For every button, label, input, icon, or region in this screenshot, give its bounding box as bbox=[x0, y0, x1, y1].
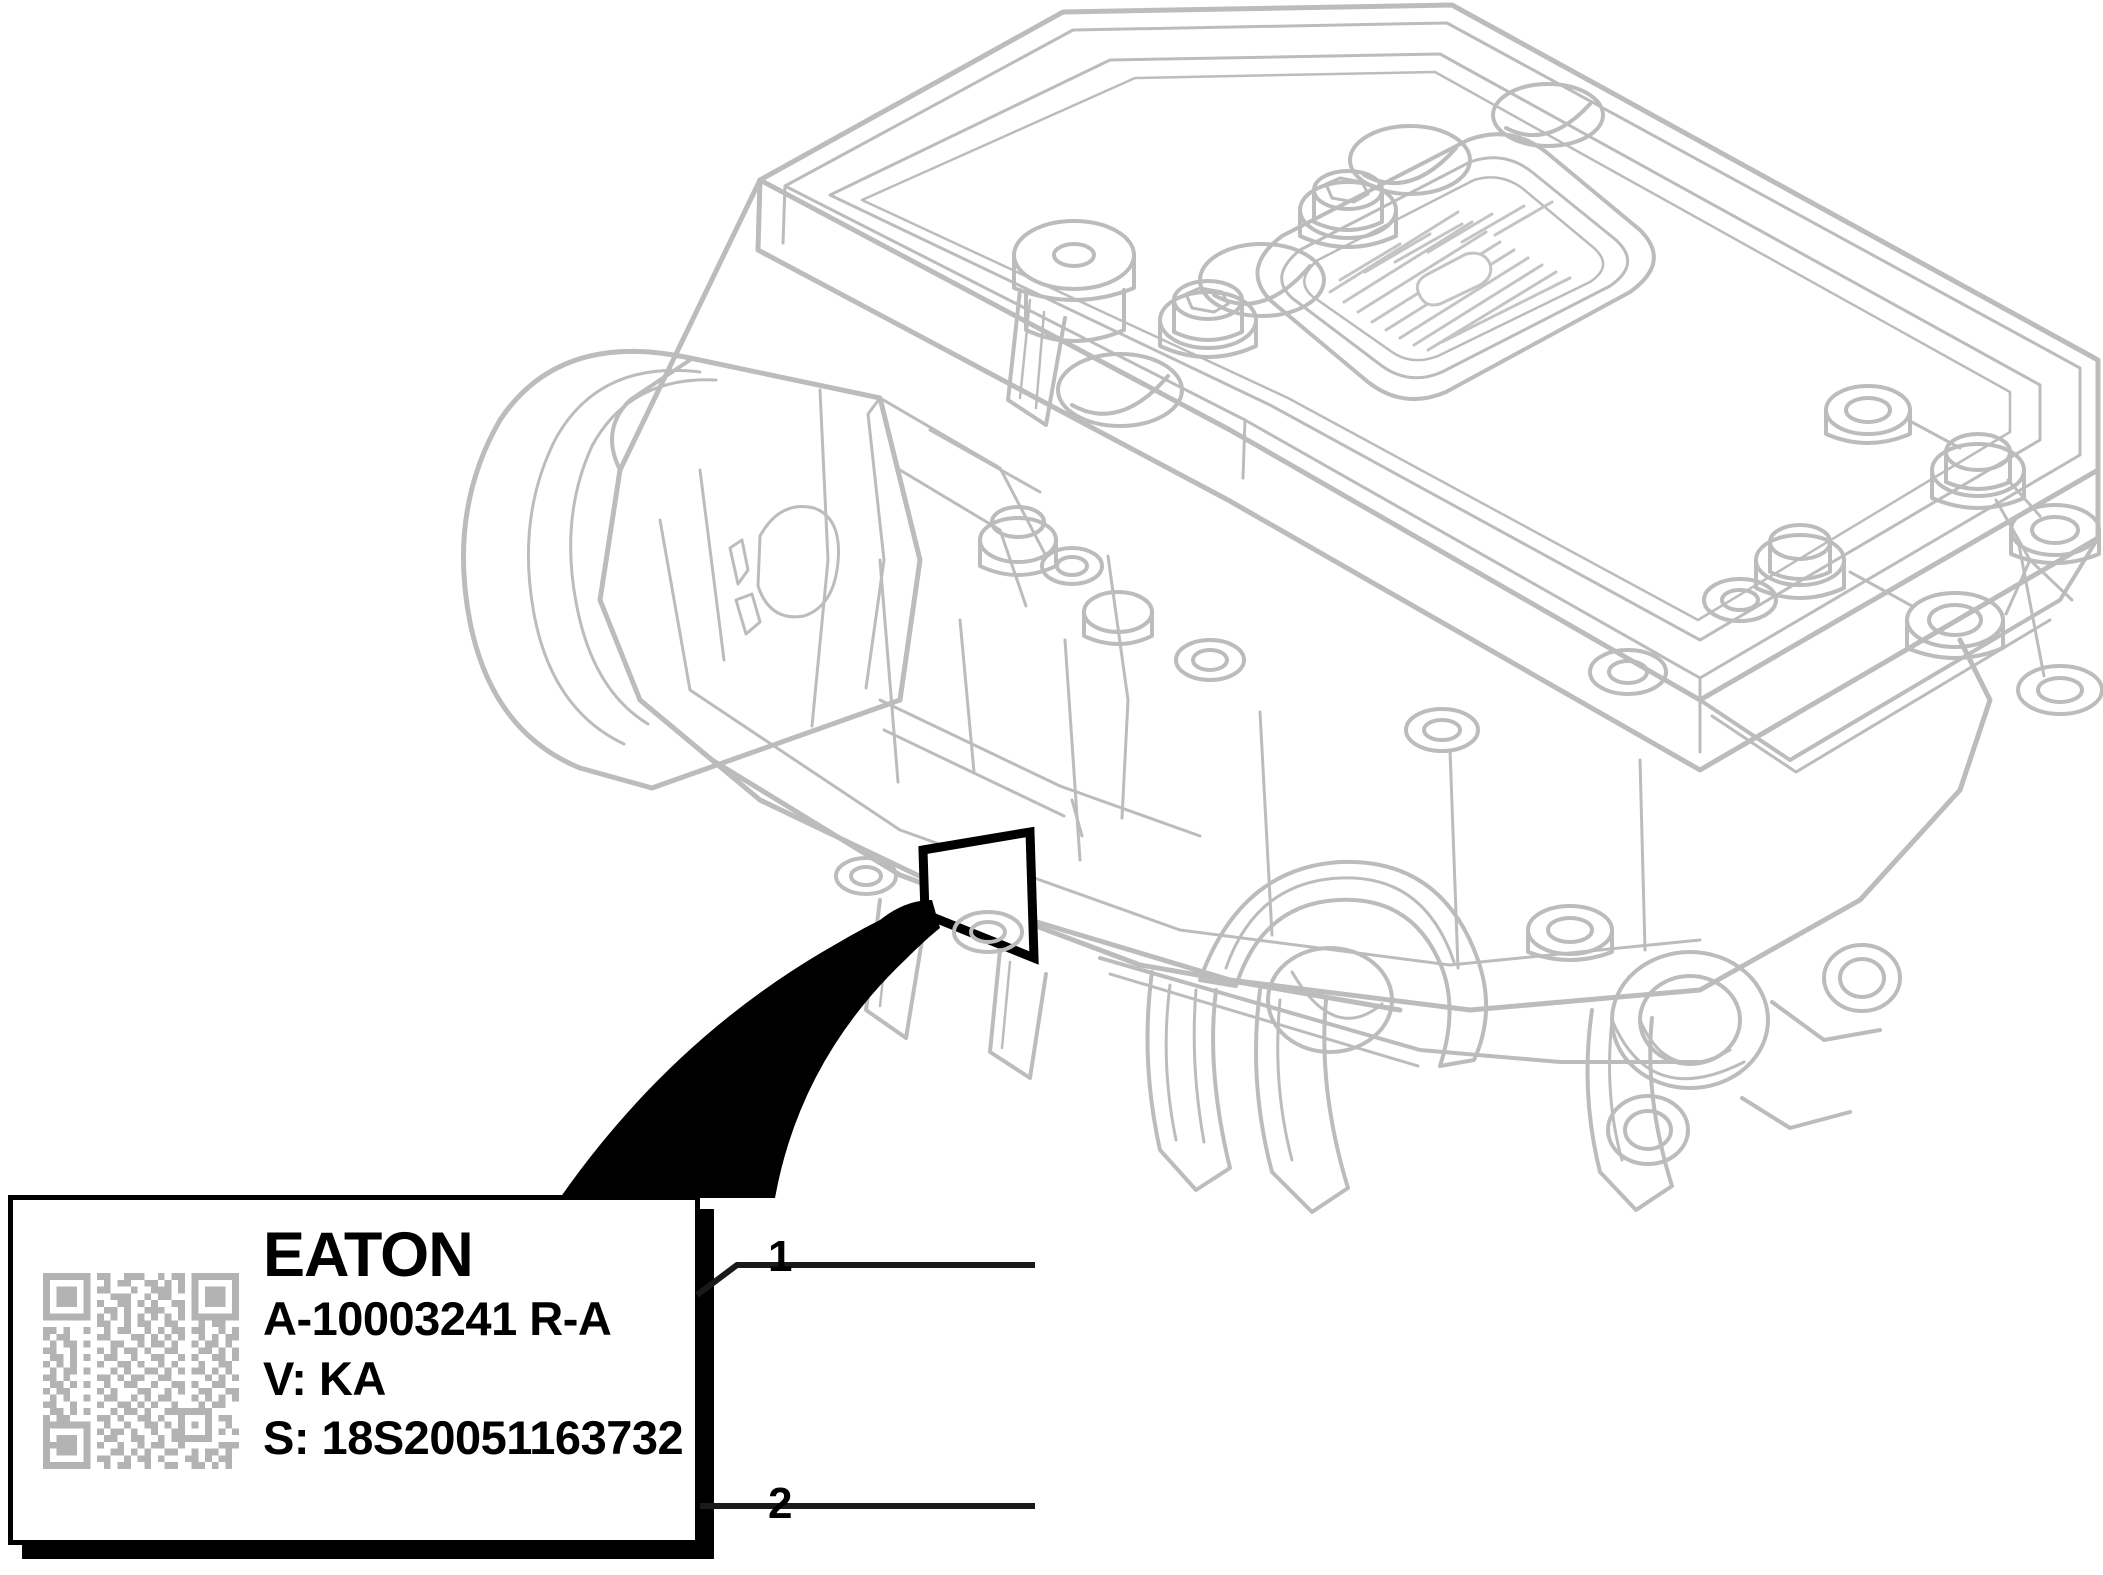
version-line: V: KA bbox=[263, 1351, 386, 1405]
part-number-line: A-10003241 R-A bbox=[263, 1292, 612, 1345]
qr-code bbox=[43, 1236, 239, 1506]
id-label-card: EATON A-10003241 R-A V: KA S: 18S2005116… bbox=[8, 1195, 700, 1545]
brand-name: EATON bbox=[263, 1220, 474, 1290]
callout-number-2: 2 bbox=[768, 1479, 793, 1528]
label-text-block: EATON A-10003241 R-A V: KA S: 18S2005116… bbox=[263, 1224, 693, 1534]
serial-line: S: 18S20051163732 bbox=[263, 1411, 684, 1465]
callout-number-1: 1 bbox=[768, 1232, 793, 1281]
